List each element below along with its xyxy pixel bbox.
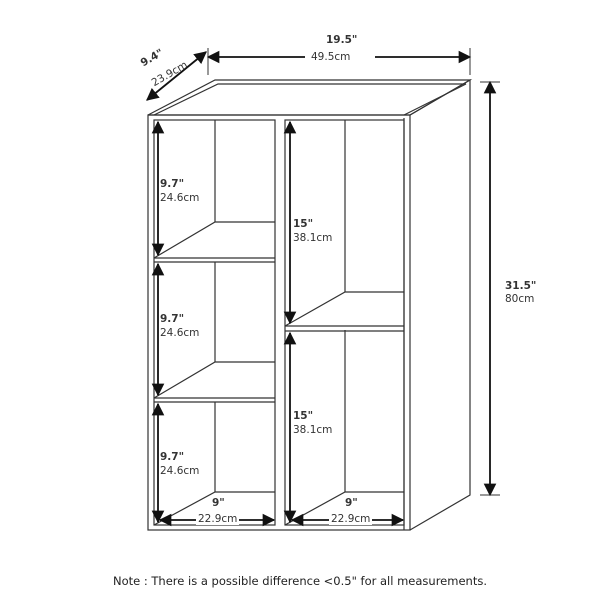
right-width-cm: 22.9cm [329, 513, 373, 525]
right-width-in: 9" [345, 497, 358, 509]
top-face [147, 79, 473, 116]
left-bottom-in: 9.7" [160, 451, 185, 463]
left-width-cm: 22.9cm [196, 513, 240, 525]
width-in: 19.5" [326, 34, 358, 46]
width-cm: 49.5cm [311, 51, 351, 63]
depth-arrow [146, 51, 207, 101]
shelf [153, 221, 275, 263]
right-bottom-in: 15" [293, 410, 314, 422]
right-top-in: 15" [293, 218, 314, 230]
left-top-in: 9.7" [160, 178, 185, 190]
left-top-cm: 24.6cm [160, 192, 200, 204]
left-middle-cm: 24.6cm [160, 327, 200, 339]
right-bottom-cm: 38.1cm [293, 424, 333, 436]
height-in: 31.5" [505, 280, 537, 292]
measurement-note: Note : There is a possible difference <0… [113, 574, 487, 588]
shelf [153, 361, 275, 403]
shelf [284, 291, 404, 332]
right-top-cm: 38.1cm [293, 232, 333, 244]
front-frame [147, 114, 411, 531]
left-middle-in: 9.7" [160, 313, 185, 325]
height-cm: 80cm [505, 293, 535, 305]
left-width-in: 9" [212, 497, 225, 509]
left-bottom-cm: 24.6cm [160, 465, 200, 477]
side-panel [409, 78, 471, 531]
